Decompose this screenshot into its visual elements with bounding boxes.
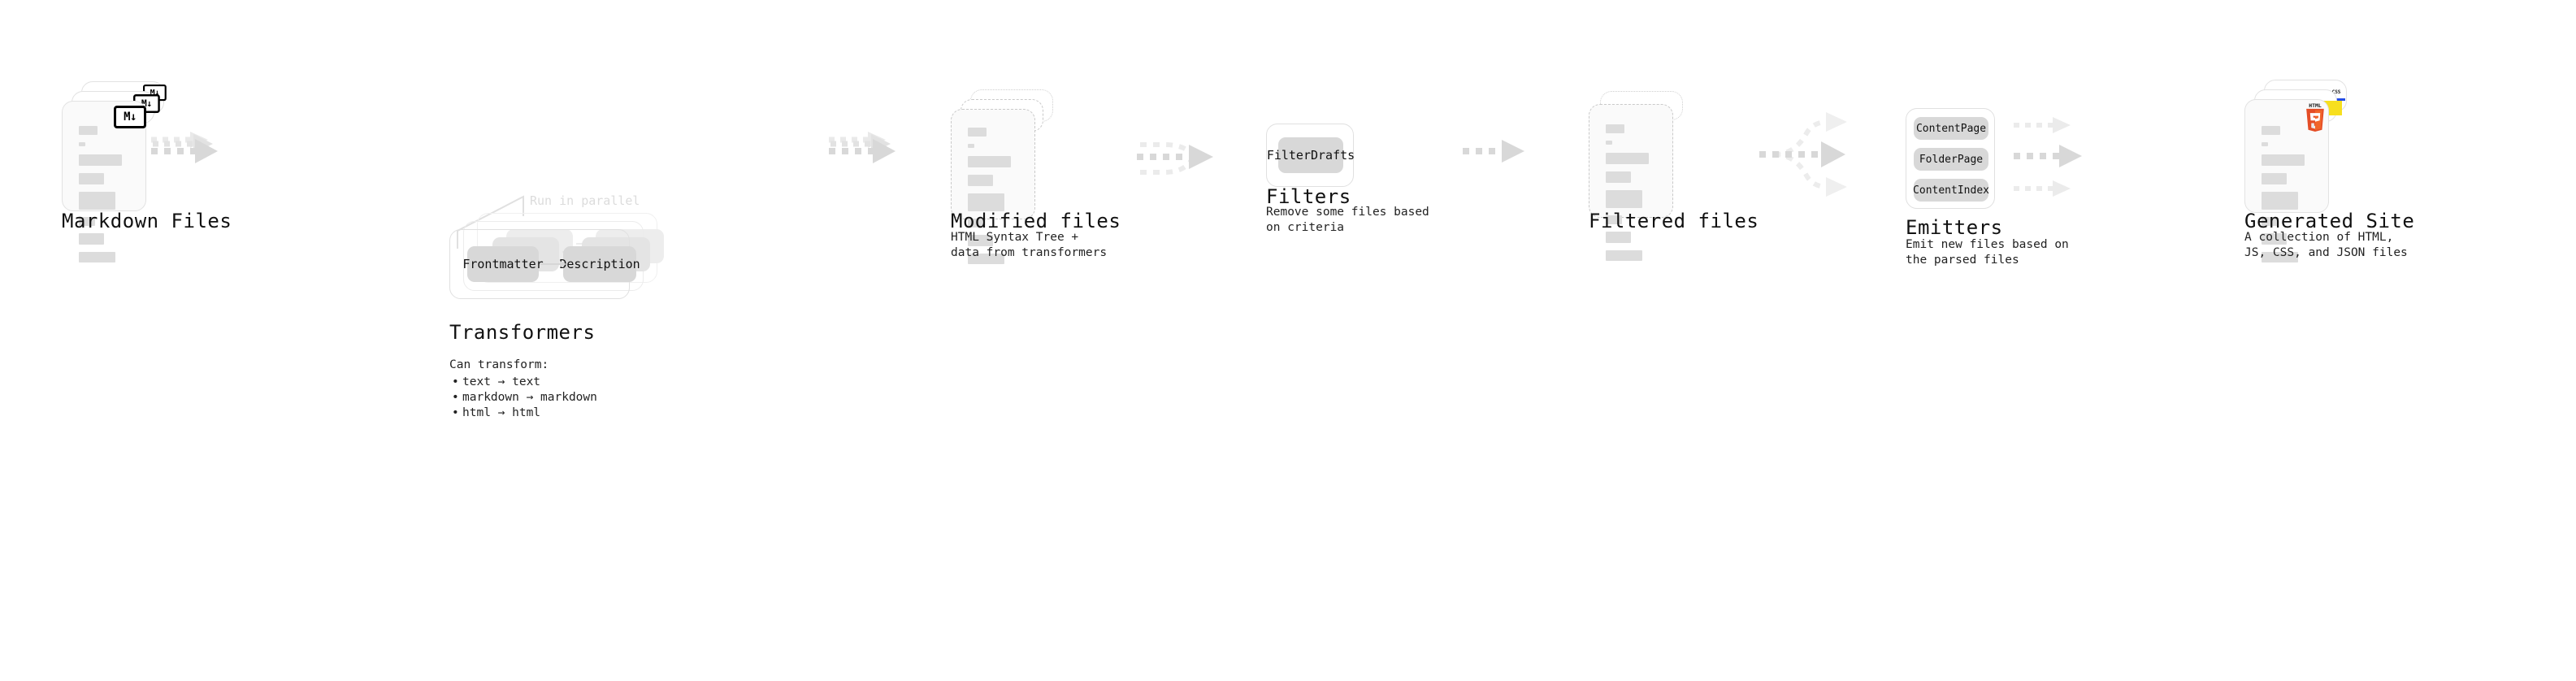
pill-frontmatter[interactable]: Frontmatter bbox=[462, 246, 544, 282]
markdown-badge-label: M↓ bbox=[124, 111, 137, 124]
filters-group: FilterDrafts bbox=[1266, 124, 1355, 187]
transformers-subtitle: Can transform: bbox=[449, 358, 549, 371]
skeleton-bar bbox=[2262, 192, 2299, 210]
css-badge-label: CSS bbox=[2331, 89, 2341, 95]
skeleton-bar bbox=[968, 193, 1005, 211]
markdown-badge: M↓ bbox=[114, 106, 146, 128]
filters-description: Remove some files based on criteria bbox=[1266, 206, 1429, 235]
doc-skeleton bbox=[63, 102, 145, 262]
skeleton-bar bbox=[79, 154, 122, 166]
skeleton-bar bbox=[79, 192, 116, 210]
connector-modified-to-filters bbox=[1137, 142, 1213, 175]
markdown-badge-label-back: M↓ bbox=[150, 88, 160, 98]
transformers-bullet: html → html bbox=[452, 406, 653, 421]
skeleton-bar bbox=[79, 217, 96, 226]
connector-md-to-transformers bbox=[151, 132, 218, 163]
skeleton-bar bbox=[968, 175, 993, 186]
doc-skeleton bbox=[1589, 105, 1672, 261]
arrow-frontmatter-to-description bbox=[540, 261, 566, 267]
generated-site-stack: CSS HTML bbox=[2244, 80, 2347, 262]
arrow-head-bottom bbox=[1826, 177, 1847, 197]
pill-contentindex-label: ContentIndex bbox=[1913, 184, 1989, 197]
doc-skeleton bbox=[2245, 100, 2328, 262]
doc-card-front bbox=[1589, 104, 1673, 261]
skeleton-bar bbox=[2262, 252, 2299, 262]
skeleton-bar bbox=[2262, 233, 2287, 245]
transformers-bullet: text → text bbox=[452, 375, 653, 390]
stage-title-emitters: Emitters bbox=[1906, 216, 2003, 239]
skeleton-bar bbox=[79, 252, 116, 262]
skeleton-bar bbox=[1606, 124, 1624, 133]
connector-emitters-to-site bbox=[2014, 117, 2082, 197]
skeleton-bar bbox=[79, 173, 104, 184]
pill-folderpage-label: FolderPage bbox=[1919, 153, 1984, 166]
skeleton-bar bbox=[1606, 171, 1631, 183]
transformers-description: Can transform: text → text markdown → ma… bbox=[449, 358, 653, 422]
pill-contentindex[interactable]: ContentIndex bbox=[1913, 179, 1989, 202]
connector-filtered-to-emitters bbox=[1759, 112, 1847, 197]
skeleton-bar bbox=[1606, 232, 1631, 243]
skeleton-bar bbox=[79, 126, 98, 135]
skeleton-bar bbox=[1606, 215, 1623, 224]
run-in-parallel-label: Run in parallel bbox=[530, 193, 640, 208]
markdown-badge-label-mid: M↓ bbox=[141, 98, 152, 110]
pill-description[interactable]: Description bbox=[559, 246, 640, 282]
skeleton-bar bbox=[968, 254, 1005, 264]
pill-filterdrafts-label: FilterDrafts bbox=[1266, 148, 1355, 163]
svg-text:HTML: HTML bbox=[2309, 102, 2322, 109]
skeleton-bar bbox=[1606, 250, 1643, 261]
pill-contentpage[interactable]: ContentPage bbox=[1914, 117, 1988, 140]
skeleton-bar bbox=[2262, 154, 2305, 166]
doc-skeleton bbox=[952, 110, 1034, 264]
skeleton-bar bbox=[2262, 126, 2280, 135]
skeleton-bar bbox=[79, 142, 86, 146]
skeleton-bar bbox=[2262, 173, 2287, 184]
skeleton-bar bbox=[968, 235, 993, 246]
transformers-bullet-list: text → text markdown → markdown html → h… bbox=[449, 375, 653, 422]
skeleton-bar bbox=[2262, 142, 2269, 146]
arrow-head-top bbox=[1826, 112, 1847, 132]
pill-frontmatter-label: Frontmatter bbox=[462, 257, 544, 271]
html5-badge: HTML bbox=[2306, 102, 2324, 132]
skeleton-bar bbox=[1606, 153, 1649, 164]
emitters-group: ContentPage FolderPage ContentIndex bbox=[1906, 108, 1995, 209]
skeleton-bar bbox=[968, 219, 985, 228]
skeleton-bar bbox=[79, 233, 104, 245]
skeleton-bar bbox=[1606, 190, 1643, 208]
pill-description-label: Description bbox=[559, 257, 640, 271]
doc-card-front bbox=[951, 109, 1035, 264]
connector-transformers-to-modified bbox=[829, 132, 896, 163]
transformers-group: Frontmatter Description bbox=[449, 213, 664, 299]
pill-filterdrafts[interactable]: FilterDrafts bbox=[1267, 137, 1355, 173]
stage-title-modified-files: Modified files bbox=[951, 210, 1121, 232]
modified-files-description: HTML Syntax Tree + data from transformer… bbox=[951, 231, 1108, 260]
skeleton-bar bbox=[968, 144, 975, 148]
emitters-description: Emit new files based on the parsed files bbox=[1906, 238, 2069, 267]
skeleton-bar bbox=[2262, 217, 2279, 226]
stage-title-filters: Filters bbox=[1266, 185, 1351, 208]
transformers-bullet: markdown → markdown bbox=[452, 390, 653, 406]
skeleton-bar bbox=[968, 128, 987, 137]
doc-card-front bbox=[2244, 99, 2329, 262]
stage-title-markdown-files: Markdown Files bbox=[62, 210, 232, 232]
stage-title-generated-site: Generated Site bbox=[2244, 210, 2415, 232]
pill-folderpage[interactable]: FolderPage bbox=[1914, 148, 1988, 171]
skeleton-bar bbox=[1606, 141, 1613, 145]
skeleton-bar bbox=[968, 156, 1011, 167]
generated-site-description: A collection of HTML, JS, CSS, and JSON … bbox=[2244, 231, 2408, 260]
pill-contentpage-label: ContentPage bbox=[1915, 122, 1987, 135]
stage-title-filtered-files: Filtered files bbox=[1589, 210, 1759, 232]
stage-title-transformers: Transformers bbox=[449, 321, 596, 344]
connector-filters-to-filtered bbox=[1463, 140, 1524, 163]
